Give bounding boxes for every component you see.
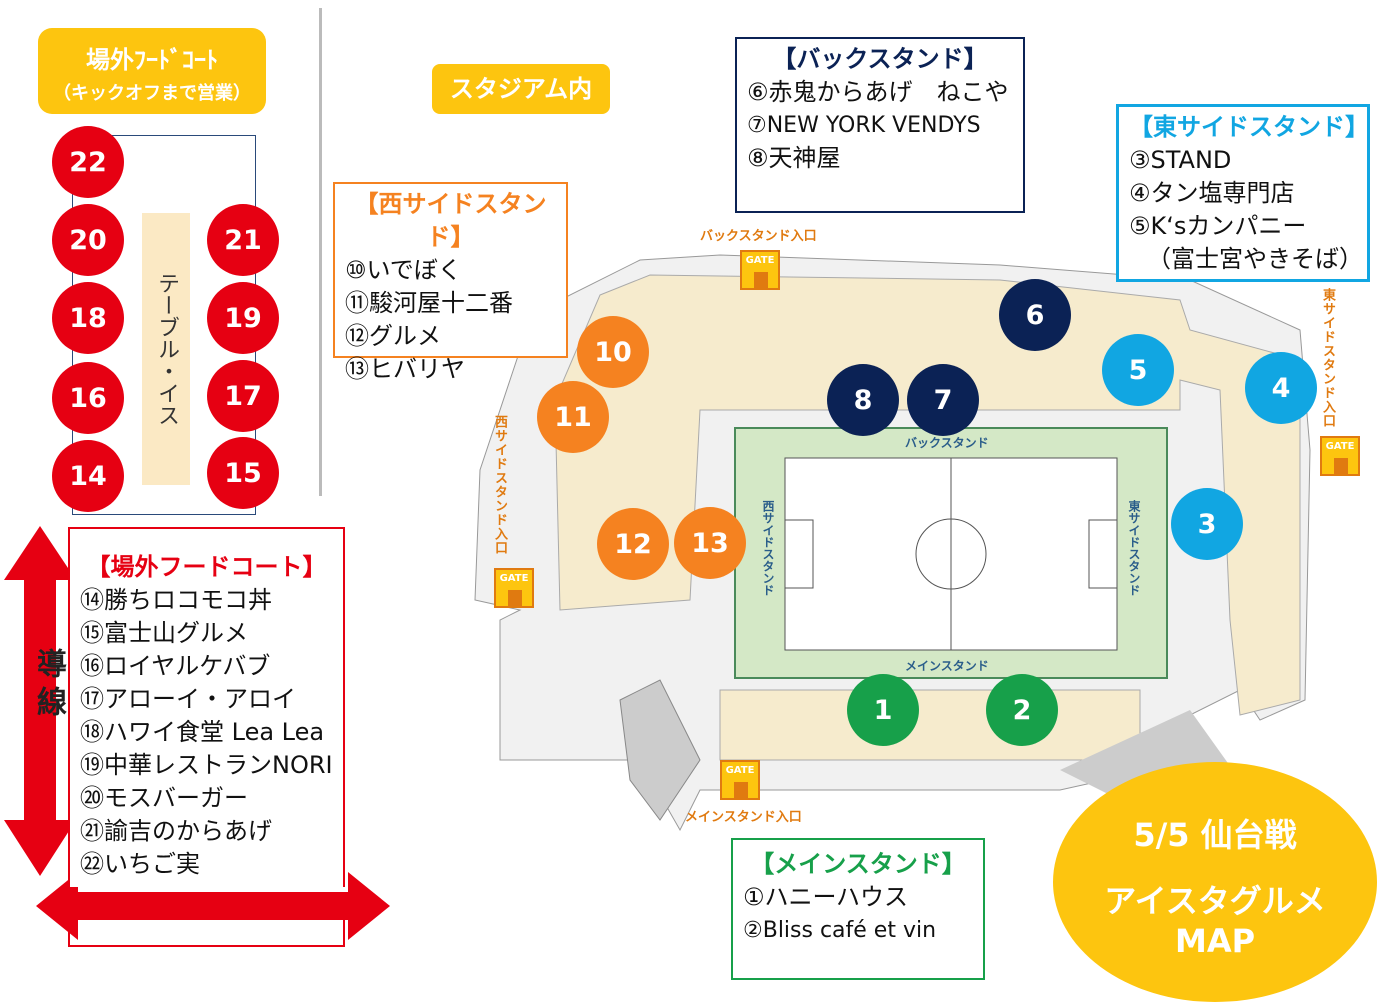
gate-main: GATE	[720, 760, 760, 800]
flow-arrows	[4, 526, 390, 940]
label-west-stand: 西サイドスタンド	[761, 500, 775, 596]
list-item: ⑭勝ちロコモコ丼	[80, 586, 272, 614]
flow-label: 導線	[31, 648, 66, 724]
list-item: ⑱ハワイ食堂 Lea Lea	[80, 718, 325, 746]
marker-19: 19	[207, 282, 279, 354]
list-item: ⑲中華レストランNORI	[80, 751, 333, 779]
marker-2: 2	[986, 674, 1058, 746]
marker-5: 5	[1102, 334, 1174, 406]
west-entrance-label: 西サイドスタンド入口	[492, 415, 507, 555]
list-title: 【西サイドスタンド】	[354, 190, 547, 251]
list-item: ㉒いちご実	[80, 850, 200, 878]
list-item: ③STAND	[1129, 146, 1232, 174]
list-item: ⑩いでぼく	[345, 256, 462, 284]
marker-18: 18	[52, 282, 124, 354]
vertical-arrow	[4, 526, 76, 876]
marker-15: 15	[207, 437, 279, 509]
list-title: 【バックスタンド】	[772, 45, 988, 73]
marker-1: 1	[847, 674, 919, 746]
center-circle	[915, 518, 987, 590]
marker-20: 20	[52, 204, 124, 276]
marker-13: 13	[674, 507, 746, 579]
stadium-inside-header: スタジアム内	[432, 64, 610, 114]
list-item: ⑪駿河屋十二番	[345, 289, 513, 317]
badge-line-3: MAP	[1174, 922, 1256, 960]
marker-7: 7	[907, 364, 979, 436]
penalty-area-left	[784, 519, 814, 589]
list-item: （富士宮やきそば）	[1147, 245, 1363, 273]
marker-22: 22	[52, 126, 124, 198]
main-stand-list: 【メインスタンド】 ①ハニーハウス ②Bliss café et vin	[731, 838, 985, 980]
list-item: ⑤K‘sカンパニー	[1129, 212, 1307, 240]
header-title: 場外ﾌｰﾄﾞｺｰﾄ	[86, 46, 218, 74]
list-item: ④タン塩専門店	[1129, 179, 1295, 207]
list-item: ⑮富士山グルメ	[80, 619, 248, 647]
back-entrance-label: バックスタンド入口	[700, 229, 817, 244]
marker-4: 4	[1245, 352, 1317, 424]
outside-food-court-list: 【場外フードコート】 ⑭勝ちロコモコ丼 ⑮富士山グルメ ⑯ロイヤルケバブ ⑰アロ…	[68, 527, 345, 887]
marker-17: 17	[207, 360, 279, 432]
penalty-area-right	[1088, 519, 1118, 589]
main-concourse	[719, 689, 1141, 761]
list-item: ②Bliss café et vin	[743, 918, 937, 943]
east-entrance-label: 東サイドスタンド入口	[1320, 288, 1335, 428]
list-title: 【東サイドスタンド】	[1129, 113, 1369, 141]
main-stand-structure	[619, 679, 701, 821]
event-badge: 5/5 仙台戦 アイスタグルメ MAP	[1053, 762, 1377, 1002]
horizontal-arrow	[36, 872, 390, 940]
list-item: ⑰アローイ・アロイ	[80, 685, 296, 713]
marker-14: 14	[52, 440, 124, 512]
gate-back: GATE	[740, 250, 780, 290]
list-item: ⑦NEW YORK VENDYS	[747, 113, 981, 138]
list-item: ㉑諭吉のからあげ	[80, 817, 272, 845]
marker-16: 16	[52, 362, 124, 434]
table-label: テーブル・イス	[154, 272, 179, 426]
outside-food-court-header: 場外ﾌｰﾄﾞｺｰﾄ （キックオフまで営業）	[38, 28, 266, 114]
list-item: ⑧天神屋	[747, 144, 841, 172]
badge-line-1: 5/5 仙台戦	[1133, 816, 1297, 854]
list-item: ⑫グルメ	[345, 322, 441, 350]
list-item: ⑯ロイヤルケバブ	[80, 652, 271, 680]
list-item: ⑥赤鬼からあげ ねこや	[747, 78, 1009, 106]
list-item: ⑬ヒバリヤ	[345, 355, 465, 383]
marker-11: 11	[537, 381, 609, 453]
list-box-bottom	[68, 920, 345, 947]
east-stand-list: 【東サイドスタンド】 ③STAND ④タン塩専門店 ⑤K‘sカンパニー （富士宮…	[1116, 104, 1370, 282]
header-subtitle: （キックオフまで営業）	[53, 83, 251, 104]
marker-6: 6	[999, 279, 1071, 351]
marker-10: 10	[577, 316, 649, 388]
main-entrance-label: メインスタンド入口	[685, 810, 802, 825]
divider-line	[319, 8, 322, 496]
marker-8: 8	[827, 364, 899, 436]
table-seating: テーブル・イス	[142, 213, 190, 485]
list-title: 【メインスタンド】	[750, 850, 966, 878]
marker-21: 21	[207, 204, 279, 276]
marker-3: 3	[1171, 488, 1243, 560]
badge-line-2: アイスタグルメ	[1104, 882, 1326, 920]
list-item: ①ハニーハウス	[743, 883, 909, 911]
back-stand-list: 【バックスタンド】 ⑥赤鬼からあげ ねこや ⑦NEW YORK VENDYS ⑧…	[735, 37, 1025, 213]
list-title: 【場外フードコート】	[86, 553, 327, 581]
gate-west: GATE	[494, 568, 534, 608]
gate-east: GATE	[1320, 436, 1360, 476]
list-item: ⑳モスバーガー	[80, 784, 248, 812]
marker-12: 12	[597, 508, 669, 580]
west-stand-list: 【西サイドスタンド】 ⑩いでぼく ⑪駿河屋十二番 ⑫グルメ ⑬ヒバリヤ	[333, 182, 568, 383]
label-east-stand: 東サイドスタンド	[1127, 500, 1141, 596]
label-back-stand: バックスタンド	[905, 436, 989, 450]
label-main-stand: メインスタンド	[905, 659, 989, 673]
